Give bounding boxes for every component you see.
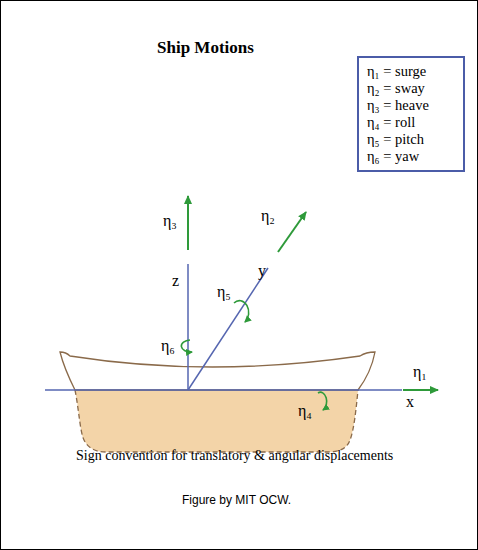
credit-note: Figure by MIT OCW. bbox=[182, 493, 291, 507]
z-axis bbox=[187, 264, 189, 390]
heave-arrow bbox=[187, 196, 189, 250]
key-entry: η₆ = yaw bbox=[367, 148, 455, 165]
motion-symbol: η₄ bbox=[298, 402, 312, 420]
symbol-key-box: η₁ = surgeη₂ = swayη₃ = heaveη₄ = rollη₅… bbox=[357, 56, 465, 172]
hull-topsides bbox=[60, 352, 375, 390]
hull-underwater-outline bbox=[75, 390, 358, 452]
motion-symbol: η₆ bbox=[161, 337, 175, 355]
motion-symbol: η₁ bbox=[413, 363, 427, 381]
pitch-curl bbox=[234, 301, 249, 322]
surge-arrow bbox=[403, 389, 438, 391]
key-entry: η₅ = pitch bbox=[367, 131, 455, 148]
diagram-title: Ship Motions bbox=[157, 38, 254, 58]
key-entry: η₁ = surge bbox=[367, 63, 455, 80]
figure-caption: Sign convention for translatory & angula… bbox=[76, 448, 393, 464]
key-entry: η₄ = roll bbox=[367, 114, 455, 131]
motion-symbol: η₅ bbox=[217, 283, 231, 301]
roll-curl bbox=[318, 392, 327, 410]
yaw-curl bbox=[181, 340, 192, 352]
axis-name: x bbox=[406, 393, 414, 411]
motion-symbol: η₃ bbox=[163, 212, 177, 230]
sway-arrow bbox=[278, 212, 306, 252]
motion-symbol: η₂ bbox=[261, 207, 275, 225]
hull-underwater-fill bbox=[75, 390, 358, 452]
axis-name: z bbox=[172, 272, 179, 290]
y-axis bbox=[188, 268, 268, 390]
axis-name: y bbox=[258, 262, 266, 280]
key-entry: η₃ = heave bbox=[367, 97, 455, 114]
key-entry: η₂ = sway bbox=[367, 80, 455, 97]
x-axis bbox=[45, 389, 402, 391]
